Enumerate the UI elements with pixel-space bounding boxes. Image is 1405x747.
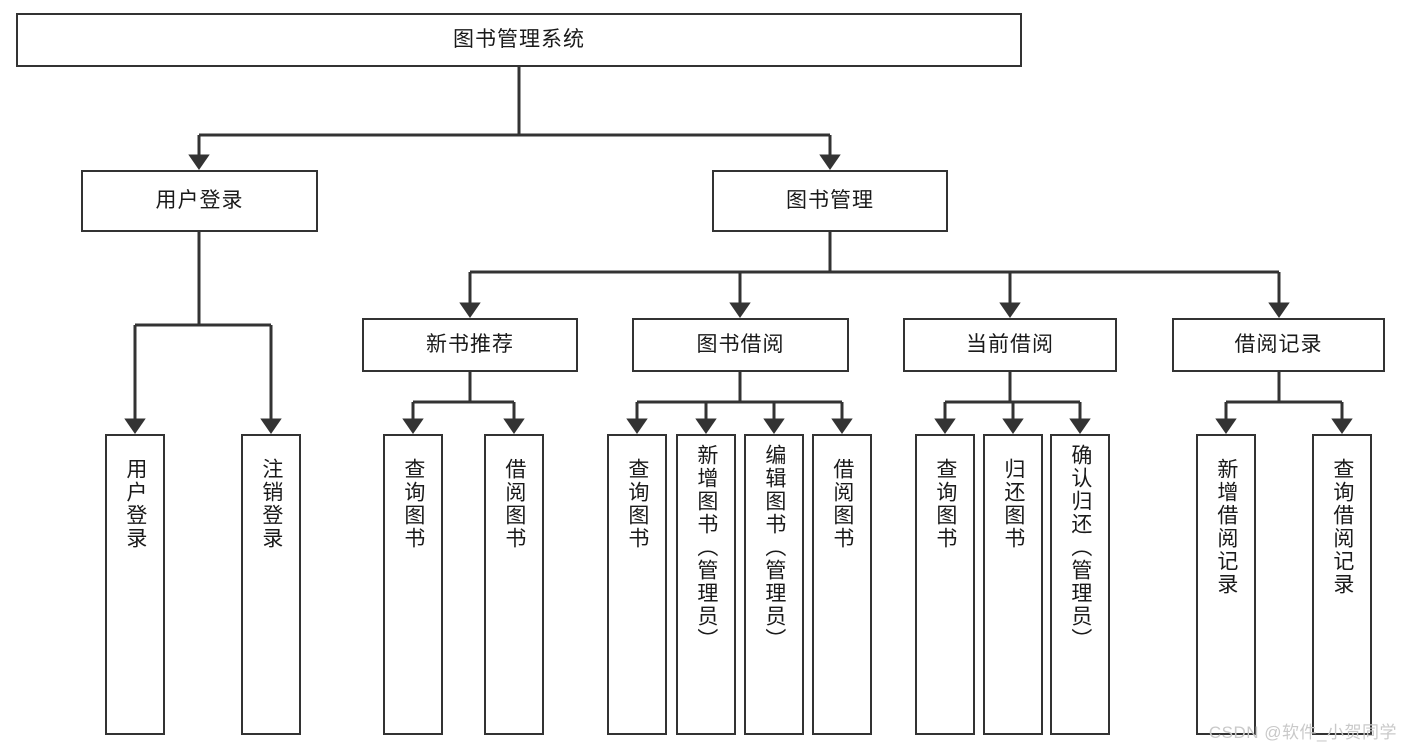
node-label: 当前借阅: [966, 332, 1054, 356]
node-label: 查询图书: [625, 458, 649, 550]
node-label: 用户登录: [123, 458, 147, 550]
leaf-current-borrow-return-book[interactable]: 归还图书: [983, 434, 1043, 735]
node-label: 图书管理系统: [453, 27, 585, 51]
node-label: 查询图书: [401, 458, 425, 550]
node-new-book-recommend[interactable]: 新书推荐: [362, 318, 578, 372]
leaf-current-borrow-query-book[interactable]: 查询图书: [915, 434, 975, 735]
node-label: 新增借阅记录: [1214, 458, 1238, 596]
node-label: 借阅图书: [830, 458, 854, 550]
node-label: 编辑图书（管理员）: [762, 444, 786, 651]
node-label: 图书借阅: [696, 332, 785, 356]
leaf-new-book-borrow-book[interactable]: 借阅图书: [484, 434, 544, 735]
node-user-login[interactable]: 用户登录: [81, 170, 318, 232]
node-book-management[interactable]: 图书管理: [712, 170, 948, 232]
node-current-borrow[interactable]: 当前借阅: [903, 318, 1117, 372]
node-label: 新增图书（管理员）: [694, 444, 718, 651]
leaf-book-borrow-edit-book-admin[interactable]: 编辑图书（管理员）: [744, 434, 804, 735]
node-label: 用户登录: [155, 188, 244, 212]
node-label: 查询借阅记录: [1330, 458, 1354, 596]
node-label: 借阅记录: [1234, 332, 1323, 356]
leaf-borrow-records-add-record[interactable]: 新增借阅记录: [1196, 434, 1256, 735]
leaf-new-book-query-book[interactable]: 查询图书: [383, 434, 443, 735]
leaf-user-login-logout[interactable]: 注销登录: [241, 434, 301, 735]
leaf-book-borrow-query-book[interactable]: 查询图书: [607, 434, 667, 735]
node-label: 借阅图书: [502, 458, 526, 550]
node-borrow-records[interactable]: 借阅记录: [1172, 318, 1385, 372]
node-label: 注销登录: [259, 458, 283, 550]
leaf-user-login-login[interactable]: 用户登录: [105, 434, 165, 735]
node-label: 新书推荐: [426, 332, 514, 356]
leaf-book-borrow-borrow-book[interactable]: 借阅图书: [812, 434, 872, 735]
node-label: 图书管理: [786, 188, 874, 212]
node-label: 归还图书: [1001, 458, 1025, 550]
node-label: 确认归还（管理员）: [1068, 444, 1092, 651]
node-book-borrow[interactable]: 图书借阅: [632, 318, 849, 372]
leaf-borrow-records-query-record[interactable]: 查询借阅记录: [1312, 434, 1372, 735]
leaf-book-borrow-add-book-admin[interactable]: 新增图书（管理员）: [676, 434, 736, 735]
leaf-current-borrow-confirm-return-admin[interactable]: 确认归还（管理员）: [1050, 434, 1110, 735]
node-root-book-management-system[interactable]: 图书管理系统: [16, 13, 1022, 67]
node-label: 查询图书: [933, 458, 957, 550]
